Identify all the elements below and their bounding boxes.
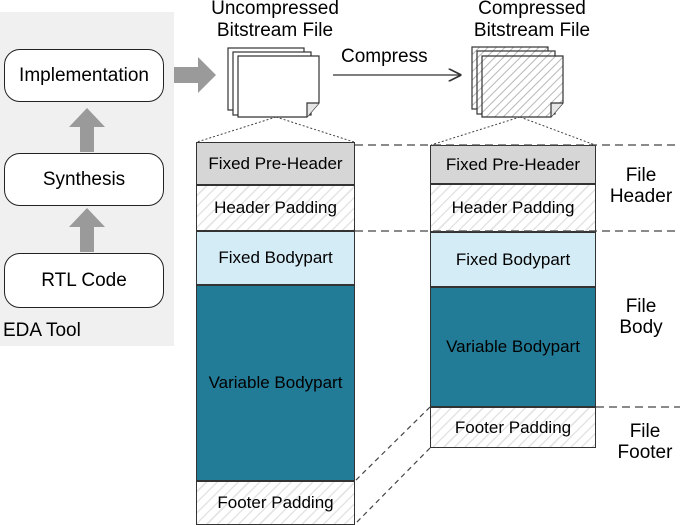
file-header-line1: File [625,165,657,186]
footer-connector-bottom [354,447,431,525]
rtl-code-step: RTL Code [4,253,164,308]
uncompressed-variable-bodypart-label: Variable Bodypart [208,373,343,392]
uncompressed-title-line2: Bitstream File [216,20,334,41]
uncompressed-fixed-pre-header-label: Fixed Pre-Header [208,153,343,173]
file-footer-line1: File [629,421,661,442]
synthesis-label: Synthesis [42,168,126,190]
compressed-variable-bodypart: Variable Bodypart [430,287,596,407]
compressed-file-title: Compressed Bitstream File [452,0,612,42]
zoom-line-compressed-left [430,116,521,146]
implementation-label: Implementation [19,64,149,86]
implementation-step: Implementation [4,49,164,102]
file-body-line1: File [625,296,657,317]
uncompressed-fixed-pre-header: Fixed Pre-Header [196,142,355,185]
rtl-code-label: RTL Code [41,269,127,291]
uncompressed-header-padding-label: Header Padding [214,198,337,217]
arrow-implementation-to-file [174,57,216,93]
uncompressed-footer-padding-label: Footer Padding [217,493,334,512]
compressed-variable-bodypart-label: Variable Bodypart [446,337,580,356]
uncompressed-fixed-bodypart: Fixed Bodypart [196,231,355,285]
zoom-line-compressed-right [519,116,596,146]
arrow-rtl-to-synthesis [69,208,105,252]
file-header-label: File Header [608,165,674,207]
file-body-line2: Body [619,317,663,338]
uncompressed-header-padding: Header Padding [196,185,355,231]
zoom-line-uncompressed-right [275,116,355,143]
compressed-fixed-bodypart: Fixed Bodypart [430,232,596,287]
compressed-title-line1: Compressed [478,0,586,19]
compressed-header-padding-label: Header Padding [451,198,575,217]
eda-tool-label: EDA Tool [3,320,81,341]
uncompressed-footer-padding: Footer Padding [196,481,355,525]
uncompressed-document-icon [227,47,320,118]
uncompressed-title-line1: Uncompressed [211,0,339,19]
arrow-synthesis-to-implementation [69,108,105,152]
uncompressed-stack: Fixed Pre-Header Header Padding Fixed Bo… [196,142,355,525]
compressed-stack: Fixed Pre-Header Header Padding Fixed Bo… [430,145,596,448]
file-footer-label: File Footer [608,421,682,463]
footer-connector-top [354,406,431,482]
uncompressed-file-title: Uncompressed Bitstream File [195,0,355,42]
compressed-footer-padding-label: Footer Padding [454,417,572,437]
compressed-header-padding: Header Padding [430,184,596,232]
synthesis-step: Synthesis [4,153,164,206]
uncompressed-variable-bodypart: Variable Bodypart [196,285,355,481]
compressed-document-icon [471,46,564,118]
file-body-label: File Body [608,296,674,338]
compressed-footer-padding: Footer Padding [430,407,596,448]
compressed-fixed-bodypart-label: Fixed Bodypart [455,249,571,269]
zoom-line-uncompressed-left [196,116,277,143]
uncompressed-fixed-bodypart-label: Fixed Bodypart [218,248,333,267]
compressed-fixed-pre-header-label: Fixed Pre-Header [445,154,581,174]
file-header-line2: Header [609,186,673,207]
compress-label: Compress [341,46,428,67]
file-footer-line2: Footer [617,442,673,463]
compressed-title-line2: Bitstream File [473,20,591,41]
